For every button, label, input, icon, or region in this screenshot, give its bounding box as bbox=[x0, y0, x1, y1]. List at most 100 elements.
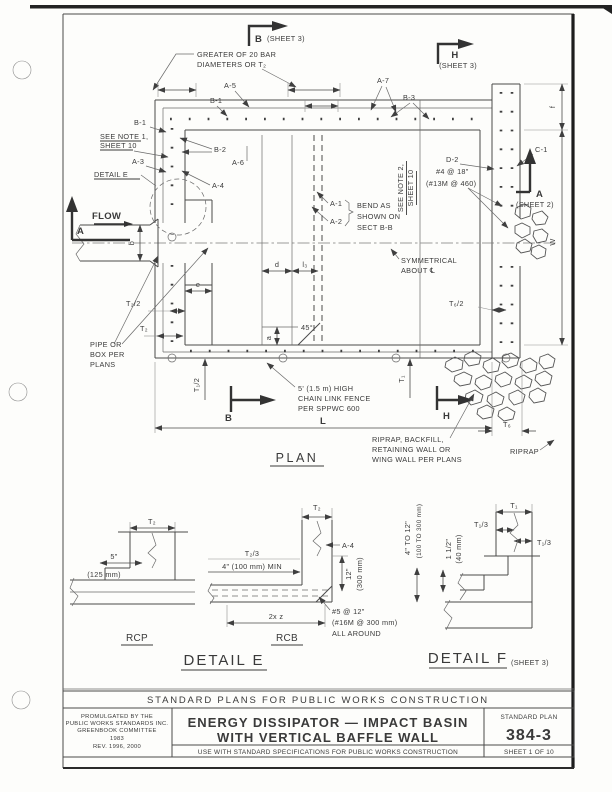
detail-e-title: DETAIL E bbox=[183, 652, 264, 669]
sheet-title-line1: ENERGY DISSIPATOR — IMPACT BASIN bbox=[188, 715, 469, 730]
sheet-frame bbox=[8, 5, 612, 769]
detail-f-sheet: (SHEET 3) bbox=[511, 658, 549, 667]
section-b-bottom: B bbox=[225, 413, 232, 424]
slab-break-icon bbox=[207, 582, 215, 605]
dim-a: a bbox=[264, 335, 273, 340]
note-pipe-3: PLANS bbox=[90, 360, 115, 369]
note-symmetrical-2: ABOUT ℄ bbox=[401, 266, 435, 275]
riprap-rocks-outlet bbox=[514, 203, 549, 260]
section-arrow-icon bbox=[458, 39, 474, 49]
rcb-dim-12in-metric: (300 mm) bbox=[355, 557, 364, 591]
section-a-right: A (SHEET 2) bbox=[516, 148, 554, 209]
detail-e-circle bbox=[149, 178, 207, 236]
rcb-bars-2: (#16M @ 300 mm) bbox=[332, 618, 397, 627]
promulgated-line4: 1983 bbox=[110, 736, 124, 742]
note-fence-1: 5' (1.5 m) HIGH bbox=[298, 384, 353, 393]
hole-punch-icon bbox=[8, 382, 28, 402]
note-pipe-2: BOX PER bbox=[90, 350, 125, 359]
rcb-callout-a4: A-4 bbox=[342, 541, 354, 550]
dim-t1: T₁ bbox=[397, 375, 406, 383]
rcb-label: RCB bbox=[276, 633, 298, 644]
section-a-right-sheet: (SHEET 2) bbox=[516, 200, 554, 209]
promulgated-line3: GREENBOOK COMMITTEE bbox=[77, 728, 156, 734]
section-h-top-sheet: (SHEET 3) bbox=[439, 61, 477, 70]
flow-and-section-a: FLOW A bbox=[66, 196, 133, 242]
dim-b: b bbox=[127, 241, 136, 245]
plan-view-title: PLAN bbox=[276, 451, 319, 465]
callout-a3: A-3 bbox=[132, 157, 144, 166]
rcb-dim-t2: T₂ bbox=[313, 503, 321, 512]
section-a-right-label: A bbox=[536, 189, 543, 200]
note-fence-3: PER SPPWC 600 bbox=[298, 404, 360, 413]
riprap-rocks-downstream bbox=[444, 350, 556, 422]
detail-rcp: T₂ 5" (125 mm) RCP bbox=[69, 517, 195, 646]
plan-number: 384-3 bbox=[506, 727, 552, 744]
note-pipe-1: PIPE OR bbox=[90, 340, 122, 349]
note-fence-2: CHAIN LINK FENCE bbox=[298, 394, 371, 403]
dim-t1-half: T₁/2 bbox=[192, 378, 201, 392]
note-symmetrical-1: SYMMETRICAL bbox=[401, 256, 457, 265]
callout-c1: C-1 bbox=[535, 145, 548, 154]
brace-icon bbox=[344, 199, 354, 227]
note-see-note2-line2: SHEET 10 bbox=[406, 170, 415, 207]
promulgated-line1: PROMULGATED BY THE bbox=[81, 714, 153, 720]
pipe-break-icon bbox=[69, 577, 79, 607]
dim-L: L bbox=[320, 416, 326, 427]
hole-punch-icon bbox=[12, 60, 32, 80]
promulgated-line2: PUBLIC WORKS STANDARDS INC. bbox=[66, 721, 169, 727]
dim-t2-half: T₂/2 bbox=[126, 299, 141, 308]
note-riprap-3: WING WALL PER PLANS bbox=[372, 455, 462, 464]
note-see-note2-line1: SEE NOTE 2, bbox=[396, 164, 405, 212]
callout-a7: A-7 bbox=[377, 76, 389, 85]
callout-a4: A-4 bbox=[212, 181, 224, 190]
rcb-dim-t2-3: T₂/3 bbox=[245, 549, 260, 558]
note-riprap-1: RIPRAP, BACKFILL, bbox=[372, 435, 444, 444]
callout-b2: B-2 bbox=[214, 145, 226, 154]
note-greater-2: DIAMETERS OR T₂ bbox=[197, 60, 266, 69]
slab-break-icon bbox=[457, 572, 467, 601]
note-bend-2: SHOWN ON bbox=[357, 212, 400, 221]
dim-t6-half: T₆/2 bbox=[449, 299, 464, 308]
dim-w: W bbox=[548, 238, 557, 245]
plan-dimensions: b T₂/2 T₂ e d l₃ a 45° T₆/2 f W T₁/2 T₁ … bbox=[126, 83, 568, 436]
detail-f-dim-lip: 1 1/2" bbox=[444, 539, 453, 560]
detail-f: T₁ T₁/3 T₁/3 1 1/2" (40 mm) 4" TO 12" (1… bbox=[403, 501, 551, 669]
rcp-dim-5in-metric: (125 mm) bbox=[87, 570, 121, 579]
section-arrow-icon bbox=[66, 196, 78, 212]
section-arrow-icon bbox=[524, 148, 536, 164]
note-greater-1: GREATER OF 20 BAR bbox=[197, 50, 276, 59]
titleblock-header: STANDARD PLANS FOR PUBLIC WORKS CONSTRUC… bbox=[147, 695, 489, 706]
detail-f-title: DETAIL F bbox=[428, 650, 508, 667]
detail-f-dim-lip-metric: (40 mm) bbox=[454, 534, 463, 563]
flow-label: FLOW bbox=[92, 211, 121, 222]
note-riprap-2: RETAINING WALL OR bbox=[372, 445, 451, 454]
section-h-top: H bbox=[451, 50, 458, 61]
detail-f-dim-range-metric: (100 TO 300 mm) bbox=[416, 504, 423, 559]
section-h-bottom: H bbox=[443, 411, 450, 422]
wall-break-icon bbox=[312, 520, 322, 557]
rcb-bars-3: ALL AROUND bbox=[332, 629, 381, 638]
rcb-dim-12in: 12" bbox=[344, 568, 353, 580]
rcb-dim-2xz: 2x z bbox=[269, 612, 284, 621]
dim-l3: l₃ bbox=[302, 260, 307, 269]
dim-45deg: 45° bbox=[301, 323, 313, 332]
title-block: STANDARD PLANS FOR PUBLIC WORKS CONSTRUC… bbox=[62, 688, 575, 758]
callout-d2: D-2 bbox=[446, 155, 459, 164]
standard-plan-label: STANDARD PLAN bbox=[500, 714, 557, 721]
promulgated-line5: REV. 1996, 2000 bbox=[93, 744, 141, 750]
callout-b1-left: B-1 bbox=[134, 118, 146, 127]
callout-a1: A-1 bbox=[330, 199, 342, 208]
section-arrow-icon bbox=[458, 395, 474, 405]
rcp-label: RCP bbox=[126, 633, 148, 644]
dim-f: f bbox=[548, 105, 557, 108]
section-arrow-icon bbox=[272, 21, 288, 31]
callout-a5: A-5 bbox=[224, 81, 236, 90]
rcb-bars-1: #5 @ 12" bbox=[332, 607, 365, 616]
slab-break-icon bbox=[443, 599, 453, 631]
pipe-break-icon bbox=[75, 224, 85, 262]
wall-break-icon bbox=[147, 532, 157, 569]
section-a-left: A bbox=[77, 226, 84, 237]
detail-f-dim-t1: T₁ bbox=[510, 501, 518, 510]
